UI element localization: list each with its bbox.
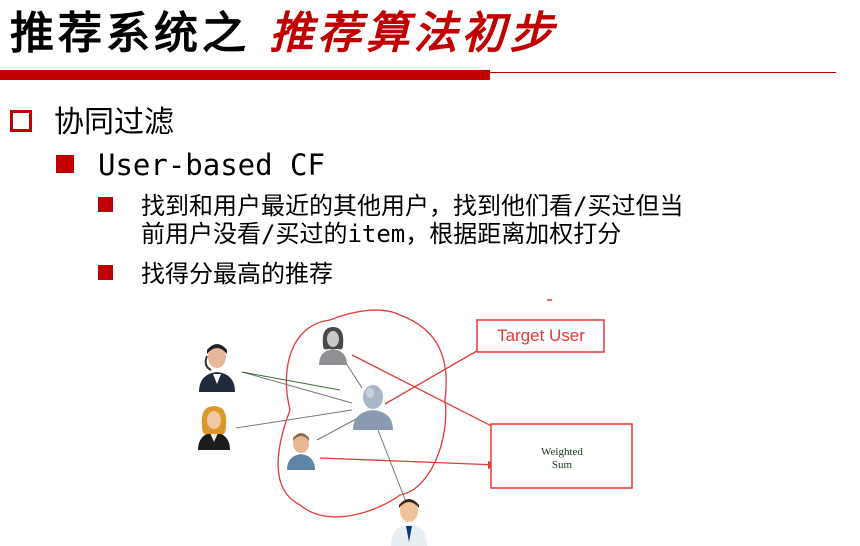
- person-woman-gray-icon: [319, 327, 347, 365]
- hand-drawn-circle: [277, 309, 447, 518]
- sum-label: Sum: [552, 459, 573, 471]
- bullet-text-line2: 前用户没看/买过的item，根据距离加权打分: [141, 220, 622, 248]
- title-prefix: 推荐系统之: [10, 8, 250, 59]
- bullet-level2: User-based CF: [56, 147, 325, 183]
- bullet-text-top-score: 找得分最高的推荐: [141, 260, 333, 288]
- bullet-level3-find-neighbors: 找到和用户最近的其他用户，找到他们看/买过但当 前用户没看/买过的item，根据…: [98, 192, 683, 248]
- slide-title: 推荐系统之 推荐算法初步: [10, 8, 557, 60]
- title-rule-thin: [490, 72, 836, 73]
- target-user-label: Target User: [497, 326, 585, 345]
- bullet-text-user-based: User-based CF: [98, 148, 325, 182]
- title-rule-thick: [0, 70, 490, 80]
- weighted-sum-box: [490, 423, 633, 489]
- person-headset-icon: [199, 344, 235, 392]
- bullet-text-cf: 协同过滤: [54, 105, 174, 140]
- weighted-label: Weighted: [541, 446, 583, 458]
- small-square-bullet-icon: [98, 264, 113, 280]
- hollow-square-bullet-icon: [10, 109, 32, 132]
- person-small-icon: [287, 433, 315, 470]
- bullet-level3-top-score: 找得分最高的推荐: [98, 260, 333, 288]
- target-user-box: [476, 319, 605, 353]
- title-highlight: 推荐算法初步: [269, 8, 558, 59]
- user-based-cf-diagram: Target User Weighted Sum: [198, 299, 633, 546]
- person-woman-icon: [198, 406, 230, 450]
- person-man-tie-icon: [391, 499, 427, 546]
- small-square-bullet-icon: [98, 196, 113, 212]
- person-target-icon: [353, 385, 393, 430]
- bullet-level1: 协同过滤: [10, 104, 174, 142]
- bullet-text-line1: 找到和用户最近的其他用户，找到他们看/买过但当: [141, 192, 684, 220]
- square-bullet-icon: [56, 155, 74, 173]
